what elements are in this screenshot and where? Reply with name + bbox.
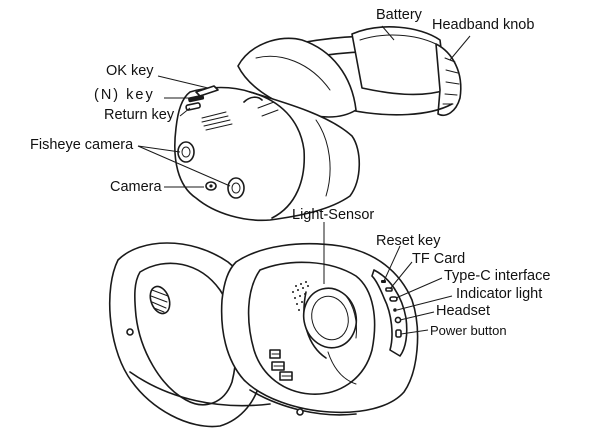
tf-card-slot bbox=[385, 287, 393, 292]
label-indicator-light: Indicator light bbox=[456, 286, 543, 302]
label-light-sensor: Light-Sensor bbox=[292, 207, 375, 223]
label-headband-knob: Headband knob bbox=[432, 17, 535, 33]
fisheye-camera-left bbox=[177, 141, 195, 163]
label-battery: Battery bbox=[376, 7, 422, 23]
fisheye-camera-right bbox=[227, 177, 245, 199]
label-fisheye-camera: Fisheye camera bbox=[30, 137, 134, 153]
label-headset: Headset bbox=[436, 303, 491, 319]
speaker-grille bbox=[201, 111, 233, 131]
label-n-key: (N) key bbox=[94, 87, 155, 103]
indicator-light bbox=[393, 308, 397, 312]
band-dial bbox=[149, 285, 171, 315]
label-type-c-interface: Type-C interface bbox=[444, 268, 551, 284]
headset-inner-view bbox=[108, 242, 419, 428]
leader-lines bbox=[137, 25, 471, 335]
headset-front-view bbox=[174, 26, 462, 222]
battery-pack bbox=[351, 26, 447, 96]
label-reset-key: Reset key bbox=[376, 233, 441, 249]
power-button bbox=[395, 329, 402, 338]
label-power-button: Power button bbox=[430, 323, 507, 338]
reset-key bbox=[381, 280, 386, 283]
label-return-key: Return key bbox=[104, 107, 175, 123]
right-lens bbox=[302, 287, 358, 349]
label-ok-key: OK key bbox=[106, 63, 154, 79]
n-key bbox=[188, 94, 205, 103]
light-sensor-grille bbox=[292, 281, 309, 311]
headband-knob bbox=[435, 43, 462, 116]
visor-body bbox=[174, 86, 361, 222]
label-tf-card: TF Card bbox=[412, 251, 466, 267]
label-camera: Camera bbox=[110, 179, 162, 195]
type-c-port bbox=[389, 296, 398, 302]
bottom-vents bbox=[269, 349, 293, 381]
headset-jack bbox=[394, 316, 402, 324]
